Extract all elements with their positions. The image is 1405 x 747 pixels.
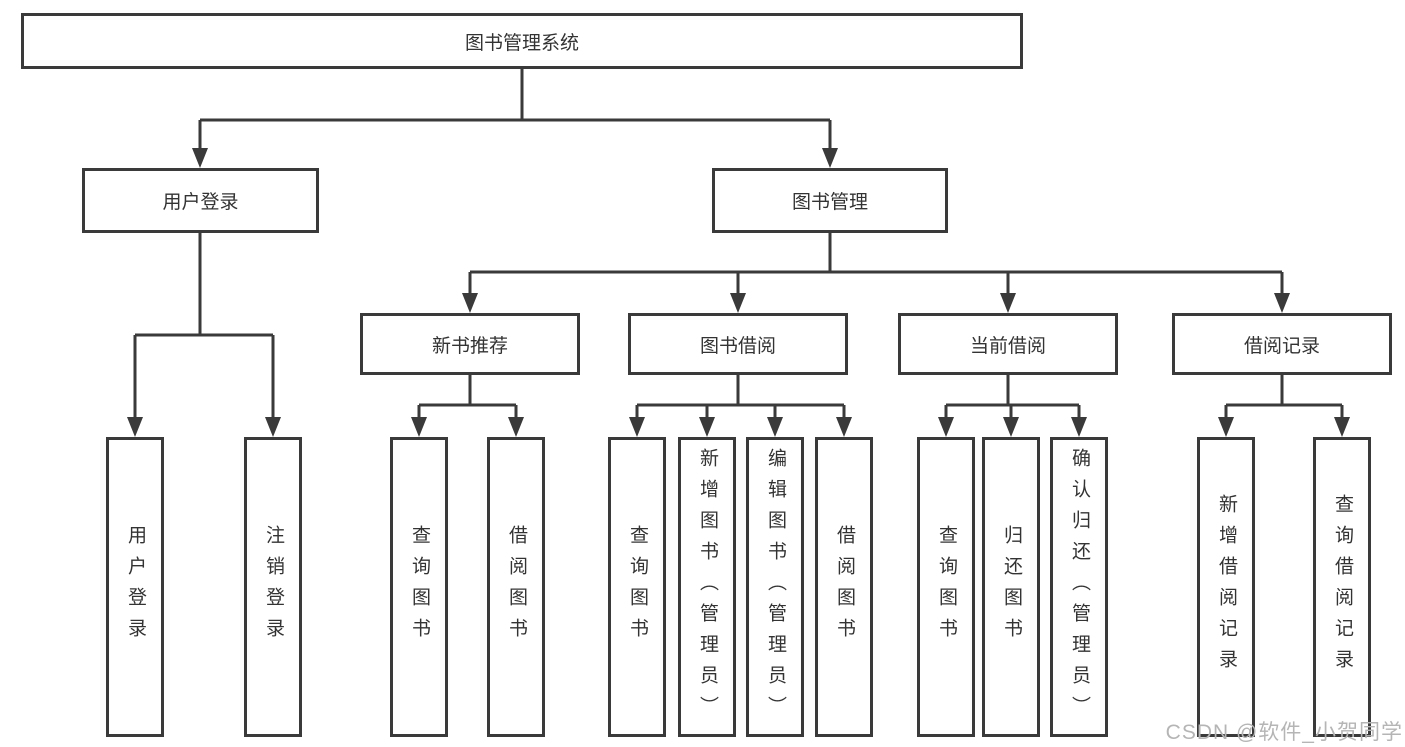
leaf-confirm-return-admin: 确认归还（管理员） bbox=[1050, 437, 1108, 737]
node-book-borrow: 图书借阅 bbox=[628, 313, 848, 375]
csdn-watermark: CSDN @软件_小贺同学 bbox=[1165, 721, 1403, 744]
leaf-add-borrow-record: 新增借阅记录 bbox=[1197, 437, 1255, 737]
leaf-edit-book-admin: 编辑图书（管理员） bbox=[746, 437, 804, 737]
node-label: 当前借阅 bbox=[969, 335, 1046, 357]
leaf-label: 查询图书 bbox=[935, 525, 957, 649]
leaf-label: 查询借阅记录 bbox=[1331, 494, 1353, 680]
node-label: 图书管理 bbox=[791, 192, 868, 213]
node-label: 用户登录 bbox=[162, 192, 239, 213]
node-label: 图书管理系统 bbox=[464, 32, 579, 54]
node-current-borrow: 当前借阅 bbox=[898, 313, 1118, 375]
leaf-query-books-borrow: 查询图书 bbox=[608, 437, 666, 737]
leaf-label: 确认归还（管理员） bbox=[1068, 447, 1090, 727]
leaf-label: 用户登录 bbox=[124, 525, 146, 649]
node-library-management-system: 图书管理系统 bbox=[21, 13, 1023, 69]
node-borrow-records: 借阅记录 bbox=[1172, 313, 1392, 375]
leaf-logout: 注销登录 bbox=[244, 437, 302, 737]
leaf-query-books-recommend: 查询图书 bbox=[390, 437, 448, 737]
leaf-label: 查询图书 bbox=[626, 525, 648, 649]
leaf-label: 新增图书（管理员） bbox=[696, 447, 718, 727]
node-user-login: 用户登录 bbox=[82, 168, 319, 233]
leaf-query-borrow-record: 查询借阅记录 bbox=[1313, 437, 1371, 737]
node-label: 借阅记录 bbox=[1243, 335, 1320, 357]
leaf-label: 编辑图书（管理员） bbox=[764, 447, 786, 727]
leaf-label: 查询图书 bbox=[408, 525, 430, 649]
leaf-label: 借阅图书 bbox=[833, 525, 855, 649]
leaf-add-book-admin: 新增图书（管理员） bbox=[678, 437, 736, 737]
node-new-book-recommend: 新书推荐 bbox=[360, 313, 580, 375]
node-label: 新书推荐 bbox=[431, 335, 508, 357]
leaf-query-books-current: 查询图书 bbox=[917, 437, 975, 737]
leaf-label: 归还图书 bbox=[1000, 525, 1022, 649]
leaf-label: 新增借阅记录 bbox=[1215, 494, 1237, 680]
leaf-user-login: 用户登录 bbox=[106, 437, 164, 737]
leaf-borrow-books: 借阅图书 bbox=[815, 437, 873, 737]
node-book-management: 图书管理 bbox=[712, 168, 948, 233]
leaf-borrow-books-recommend: 借阅图书 bbox=[487, 437, 545, 737]
leaf-label: 借阅图书 bbox=[505, 525, 527, 649]
leaf-label: 注销登录 bbox=[262, 525, 284, 649]
leaf-return-books: 归还图书 bbox=[982, 437, 1040, 737]
node-label: 图书借阅 bbox=[699, 335, 776, 357]
